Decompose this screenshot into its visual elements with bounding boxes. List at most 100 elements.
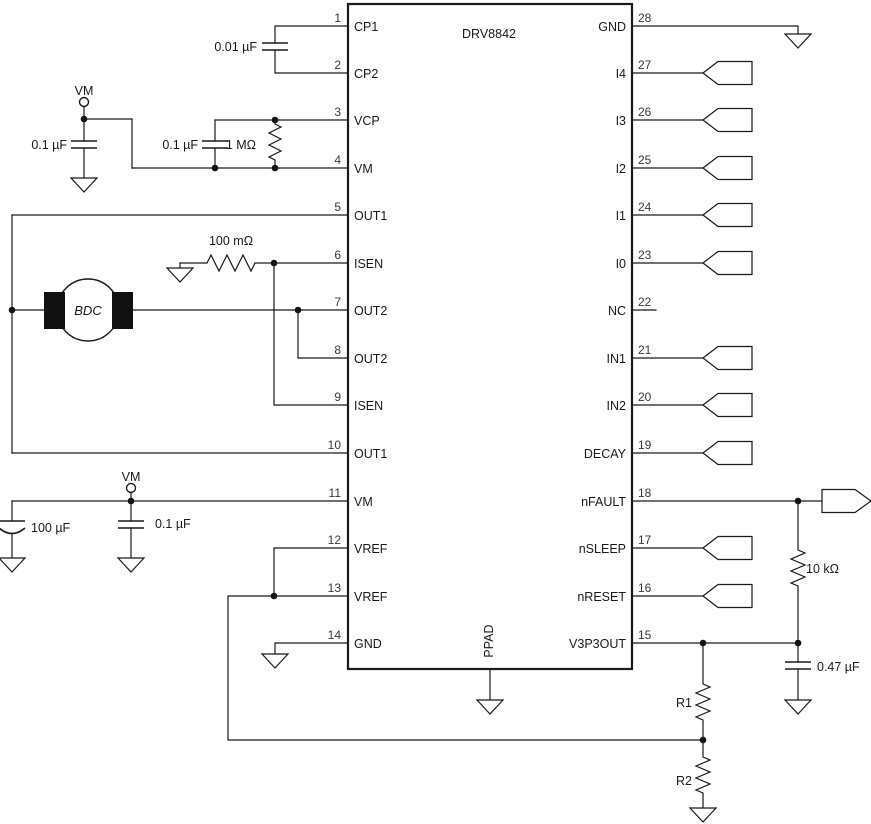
vm-net-label: VM [75,84,94,98]
pin-label-left-10: OUT1 [354,447,387,461]
pin-label-left-2: CP2 [354,67,378,81]
pin-number-10: 10 [328,438,342,452]
cap-charge-pump: 0.01 µF [214,25,349,74]
capacitor-curved-plate [0,527,26,535]
pin-label-left-13: VREF [354,590,388,604]
vm-terminal-icon [78,96,90,108]
ground-icon [783,33,813,49]
wire-gnd-pin28 [631,25,799,35]
wire-isen-pin9 [273,262,349,406]
cap-vcp-value: 0.1 µF [162,138,198,152]
ground-icon [0,557,27,573]
cap-vm-bypass-top-value: 0.1 µF [31,138,67,152]
pin-label-left-14: GND [354,637,382,651]
pin-number-7: 7 [334,295,341,309]
pin-label-right-16: nRESET [577,590,626,604]
res-pullup-value: 10 kΩ [806,562,839,576]
cap-charge-pump-value: 0.01 µF [214,40,257,54]
pin-number-22: 22 [638,295,652,309]
wire-gnd-pin14 [274,642,349,655]
pin-number-17: 17 [638,533,652,547]
input-terminal-icon-i3 [702,107,753,133]
nfault-network: 10 kΩ [631,497,839,644]
pin-label-right-24: I1 [616,209,626,223]
sense-network: 100 mΩ [165,234,349,406]
pin-number-9: 9 [334,390,341,404]
ic-pins: 1CP12CP23VCP4VM5OUT16ISEN7OUT28OUT29ISEN… [328,11,652,651]
vref-divider: R1 R2 [676,642,718,823]
pin-label-left-6: ISEN [354,257,383,271]
resistor-r2 [694,739,712,809]
pin-number-20: 20 [638,390,652,404]
input-terminal-icon-i2 [702,155,753,181]
motor-loop: BDC [8,214,349,454]
pin-label-left-7: OUT2 [354,304,387,318]
logic-terminals [631,60,871,609]
pin-label-left-12: VREF [354,542,388,556]
pin-number-24: 24 [638,200,652,214]
cap-v3p3: 0.47 µF [783,642,860,715]
pin-number-23: 23 [638,248,652,262]
ppad-ground [475,668,505,715]
vcp-network: 0.1 µF 1 MΩ [131,116,349,172]
pin-number-26: 26 [638,105,652,119]
pin-number-5: 5 [334,200,341,214]
input-terminal-icon-in2 [702,392,753,418]
ic-thermal-pad-label: PPAD [482,624,496,657]
pin-number-25: 25 [638,153,652,167]
pin-number-28: 28 [638,11,652,25]
cap-bulk: 100 µF [0,500,71,573]
res-r1-label: R1 [676,696,692,710]
pin-number-11: 11 [329,486,342,500]
pin-number-13: 13 [328,581,342,595]
pin-label-right-17: nSLEEP [579,542,626,556]
wire-cp2 [274,49,349,74]
pin-label-right-18: nFAULT [581,495,626,509]
res-sense-value: 100 mΩ [209,234,253,248]
input-terminal-icon-i1 [702,202,753,228]
ic-part-number: DRV8842 [462,27,516,41]
pin-number-6: 6 [334,248,341,262]
resistor-sense [179,253,256,273]
res-vcp-value: 1 MΩ [226,138,256,152]
junction-dot [271,116,279,124]
cap-v3p3-value: 0.47 µF [817,660,860,674]
wire-vm-to-pin4 [83,118,133,169]
junction-dot [270,592,278,600]
input-terminal-icon-nreset [702,583,753,609]
gnd-pin14 [260,642,349,669]
output-terminal-icon-nfault [821,488,871,514]
input-terminal-icon-i0 [702,250,753,276]
v3p3-rail [631,639,802,647]
pin-label-left-3: VCP [354,114,380,128]
pin-number-19: 19 [638,438,652,452]
ground-icon [165,267,195,283]
vm-terminal-icon [125,482,137,494]
wire-cp1 [274,25,349,44]
pin-number-15: 15 [638,628,652,642]
pin-label-right-28: GND [598,20,626,34]
input-terminal-icon-nsleep [702,535,753,561]
ground-icon [260,653,290,669]
ground-icon [116,557,146,573]
pin-number-27: 27 [638,58,652,72]
pin-number-2: 2 [334,58,341,72]
ground-icon [69,177,99,193]
pin-label-right-25: I2 [616,162,626,176]
input-terminal-icon-in1 [702,345,753,371]
junction-dot [271,164,279,172]
ground-icon [475,699,505,715]
vm-supply-mid: VM [11,470,349,505]
pin-number-14: 14 [328,628,342,642]
cap-bulk-value: 100 µF [31,521,71,535]
wire-out2-pin8 [297,309,349,359]
input-terminal-icon-i4 [702,60,753,86]
cap-vm-bypass-top: 0.1 µF [31,118,99,193]
pin-number-18: 18 [638,486,652,500]
res-r2-label: R2 [676,774,692,788]
resistor-r1 [694,642,712,741]
motor-label: BDC [74,303,102,318]
pin-label-right-27: I4 [616,67,626,81]
